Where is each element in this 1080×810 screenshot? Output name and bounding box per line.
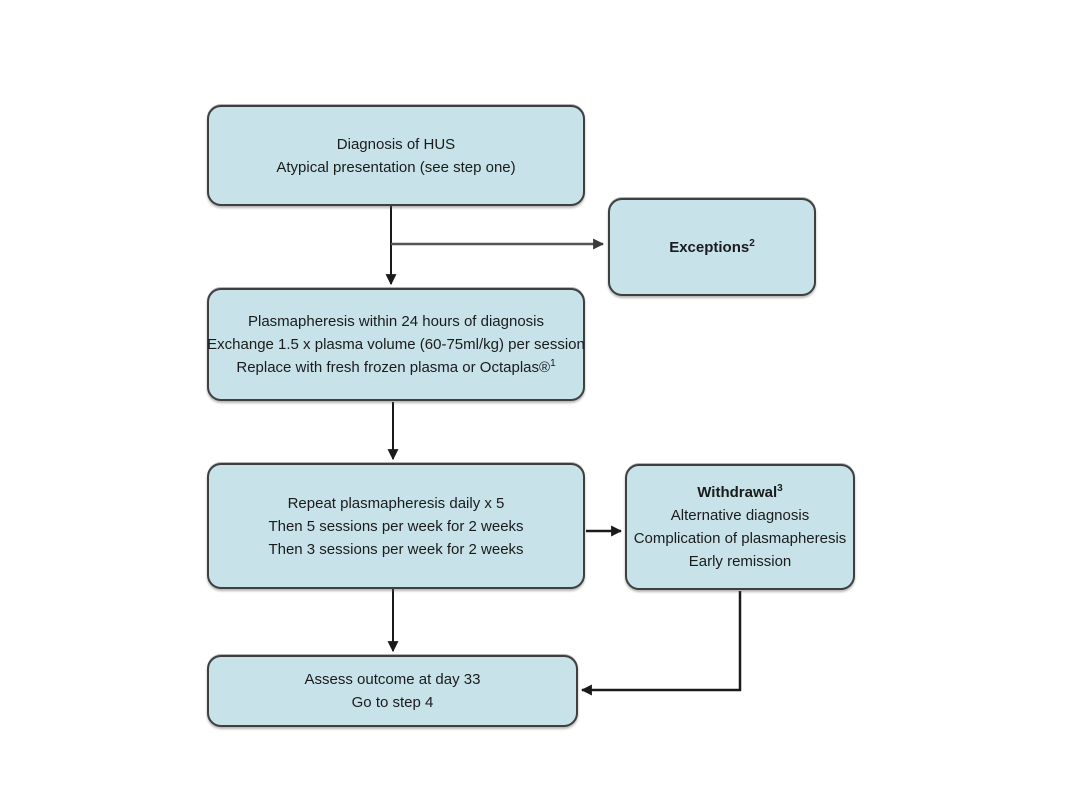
node-diagnosis: Diagnosis of HUS Atypical presentation (… <box>207 105 585 206</box>
node-plasmapheresis-line-1: Plasmapheresis within 24 hours of diagno… <box>248 313 544 330</box>
node-withdrawal-line-2: Complication of plasmapheresis <box>633 530 847 547</box>
withdrawal-footnote-superscript: 3 <box>777 483 783 494</box>
octaplas-footnote-superscript: 1 <box>550 358 556 369</box>
node-exceptions-label: Exceptions2 <box>669 237 755 256</box>
node-assess-line-2: Go to step 4 <box>351 694 434 711</box>
node-repeat-line-3: Then 3 sessions per week for 2 weeks <box>268 540 524 558</box>
node-repeat-schedule: Repeat plasmapheresis daily x 5 Then 5 s… <box>207 463 585 589</box>
node-exceptions: Exceptions2 <box>608 198 816 296</box>
node-repeat-line-1: Repeat plasmapheresis daily x 5 <box>287 494 505 512</box>
node-withdrawal: Withdrawal3 Alternative diagnosis Compli… <box>625 464 855 590</box>
node-withdrawal-line-3: Early remission <box>688 553 792 570</box>
node-withdrawal-line-1: Alternative diagnosis <box>670 507 810 524</box>
node-assess-line-1: Assess outcome at day 33 <box>304 671 481 688</box>
node-repeat-line-2: Then 5 sessions per week for 2 weeks <box>268 517 524 535</box>
node-plasmapheresis-line-2: Exchange 1.5 x plasma volume (60-75ml/kg… <box>207 336 585 353</box>
node-plasmapheresis: Plasmapheresis within 24 hours of diagno… <box>207 288 585 401</box>
node-diagnosis-line-1: Diagnosis of HUS <box>336 135 456 153</box>
node-diagnosis-line-2: Atypical presentation (see step one) <box>276 158 516 176</box>
node-plasmapheresis-line-3: Replace with fresh frozen plasma or Octa… <box>236 358 556 377</box>
node-withdrawal-title: Withdrawal3 <box>697 483 783 502</box>
arrow-withdrawal-to-assess <box>580 591 742 696</box>
exceptions-footnote-superscript: 2 <box>749 237 755 249</box>
node-assess-outcome: Assess outcome at day 33 Go to step 4 <box>207 655 578 727</box>
